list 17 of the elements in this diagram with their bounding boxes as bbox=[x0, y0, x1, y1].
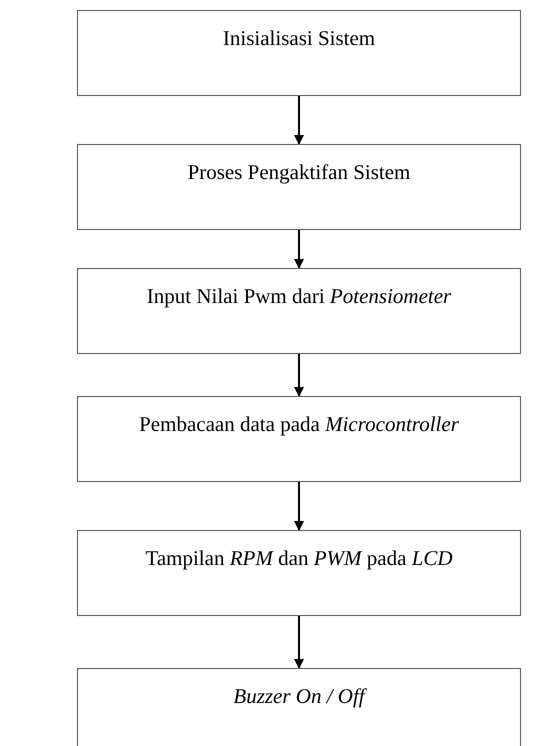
step-text: Proses Pengaktifan Sistem bbox=[188, 159, 410, 186]
process-box bbox=[77, 530, 521, 616]
step-text: Tampilan RPM dan PWM pada LCD bbox=[145, 545, 453, 572]
process-box bbox=[77, 268, 521, 354]
arrow bbox=[294, 482, 304, 531]
process-box bbox=[77, 144, 521, 230]
arrow bbox=[294, 354, 304, 397]
step-text: Pembacaan data pada Microcontroller bbox=[139, 411, 459, 438]
process-box bbox=[77, 668, 521, 746]
process-box bbox=[77, 10, 521, 96]
arrow bbox=[294, 616, 304, 669]
step-text: Inisialisasi Sistem bbox=[222, 25, 376, 52]
process-box bbox=[77, 396, 521, 482]
step-text: Buzzer On / Off bbox=[233, 683, 365, 710]
arrow bbox=[294, 230, 304, 269]
arrow bbox=[294, 96, 304, 145]
step-text: Input Nilai Pwm dari Potensiometer bbox=[146, 283, 452, 310]
